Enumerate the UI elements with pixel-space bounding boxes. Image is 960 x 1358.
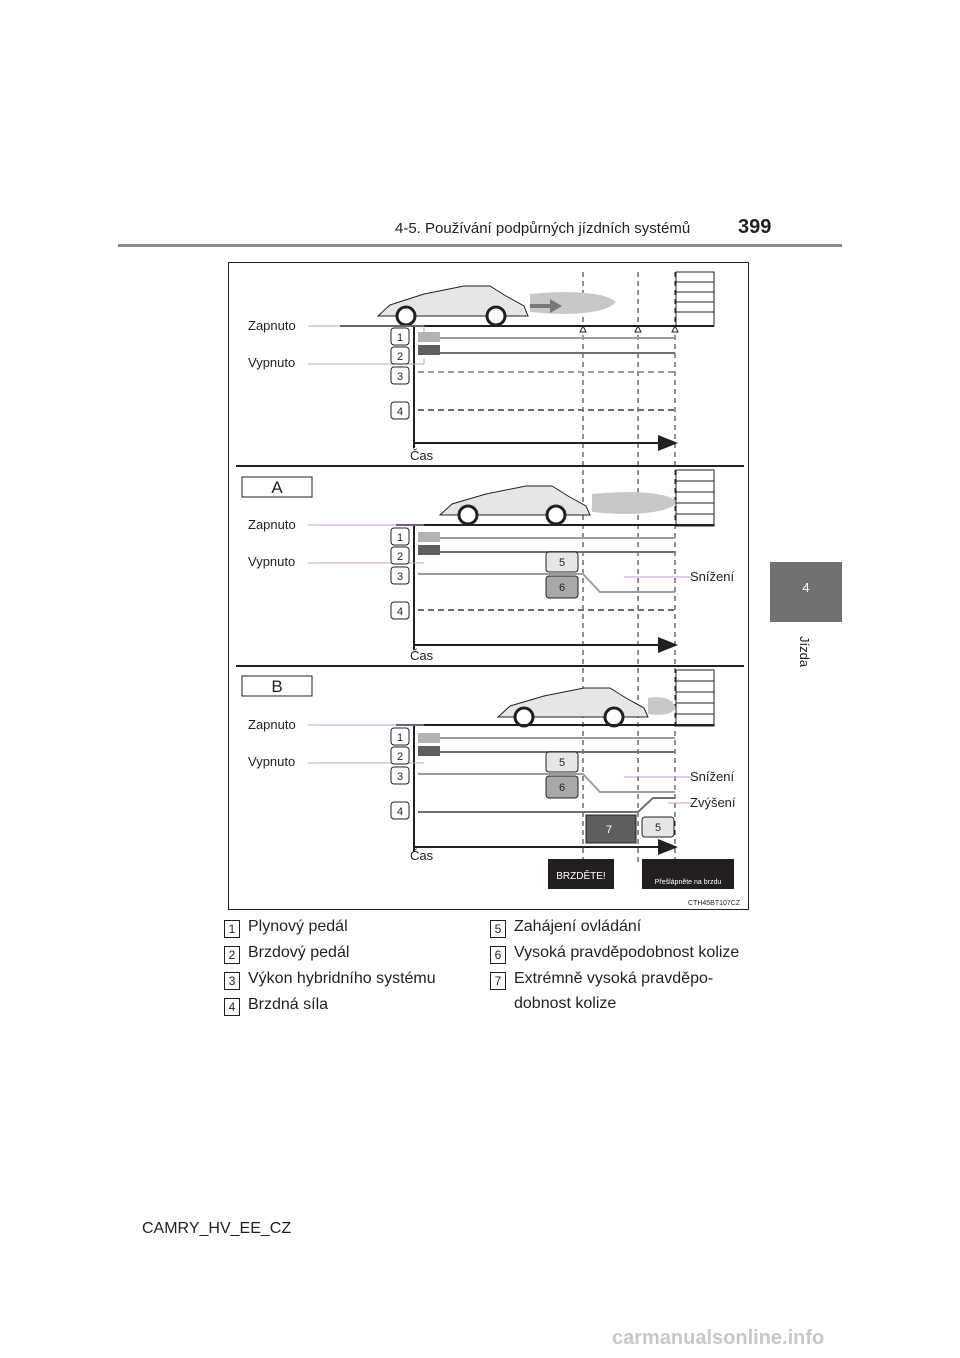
on-label: Zapnuto: [248, 517, 296, 532]
legend-number: 7: [490, 972, 506, 990]
wall-icon: [675, 271, 715, 327]
off-label: Vypnuto: [248, 554, 295, 569]
legend-text: Výkon hybridního systému: [248, 970, 436, 987]
marker-1: 1: [397, 732, 403, 744]
decrease-label: Snížení: [690, 569, 734, 584]
panel-a-label: A: [271, 478, 283, 497]
marker-6: 6: [559, 582, 565, 594]
time-label: Čas: [410, 848, 434, 863]
marker-1: 1: [397, 332, 403, 344]
marker-5: 5: [559, 557, 565, 569]
on-label: Zapnuto: [248, 318, 296, 333]
legend-text: Brzdový pedál: [248, 944, 350, 961]
legend-number: 4: [224, 998, 240, 1016]
wall-icon: [675, 669, 715, 727]
off-label: Vypnuto: [248, 355, 295, 370]
marker-5: 5: [559, 757, 565, 769]
page-number: 399: [738, 216, 772, 238]
section-title: 4-5. Používání podpůrných jízdních systé…: [395, 220, 691, 237]
legend-text: Extrémně vysoká pravděpo-dobnost kolize: [514, 970, 714, 1012]
watermark: carmanualsonline.info: [612, 1327, 825, 1349]
model-code: CAMRY_HV_EE_CZ: [142, 1220, 292, 1237]
legend-number: 3: [224, 972, 240, 990]
marker-2: 2: [397, 351, 403, 363]
legend-number: 6: [490, 946, 506, 964]
marker-6: 6: [559, 782, 565, 794]
decrease-label: Snížení: [690, 769, 734, 784]
marker-5: 5: [655, 822, 661, 834]
warning-brake-text: BRZDĚTE!: [556, 869, 605, 882]
chapter-number: 4: [802, 580, 810, 595]
marker-4: 4: [397, 806, 403, 818]
legend-text: Plynový pedál: [248, 918, 348, 935]
marker-2: 2: [397, 751, 403, 763]
time-label: Čas: [410, 448, 434, 463]
warning-press-brake-text: Přešlápněte na brzdu: [655, 879, 722, 886]
figure-code: CTH45BT107CZ: [688, 900, 741, 907]
warning-display-brake: [548, 859, 614, 889]
chapter-label: Jízda: [797, 636, 812, 668]
time-label: Čas: [410, 648, 434, 663]
on-label: Zapnuto: [248, 717, 296, 732]
legend-number: 5: [490, 920, 506, 938]
header-rule: [118, 244, 842, 247]
legend-text: Brzdná síla: [248, 996, 329, 1013]
legend-text: Vysoká pravděpodobnost kolize: [514, 944, 740, 961]
marker-3: 3: [397, 371, 403, 383]
marker-2: 2: [397, 551, 403, 563]
wall-icon: [675, 469, 715, 527]
marker-7: 7: [606, 824, 612, 836]
legend-number: 1: [224, 920, 240, 938]
off-label: Vypnuto: [248, 754, 295, 769]
marker-3: 3: [397, 771, 403, 783]
aeb-timing-diagram: Zapnuto Vypnuto Čas 1 2 3 4 A: [228, 262, 749, 910]
marker-1: 1: [397, 532, 403, 544]
chapter-tab[interactable]: 4: [770, 562, 842, 622]
car-icon: [438, 485, 678, 526]
warning-display-press-brake: [642, 859, 734, 889]
marker-4: 4: [397, 406, 403, 418]
legend-number: 2: [224, 946, 240, 964]
panel-a: A Zapnuto Vypnuto Čas Sníže: [241, 469, 734, 663]
marker-4: 4: [397, 606, 403, 618]
panel-b: B Zapnuto Vypnuto Čas: [241, 669, 736, 889]
marker-3: 3: [397, 571, 403, 583]
panel-b-label: B: [271, 677, 282, 696]
increase-label: Zvýšení: [690, 795, 736, 810]
panel-normal: Zapnuto Vypnuto Čas 1 2 3 4: [248, 271, 715, 463]
legend-text: Zahájení ovládání: [514, 918, 642, 935]
